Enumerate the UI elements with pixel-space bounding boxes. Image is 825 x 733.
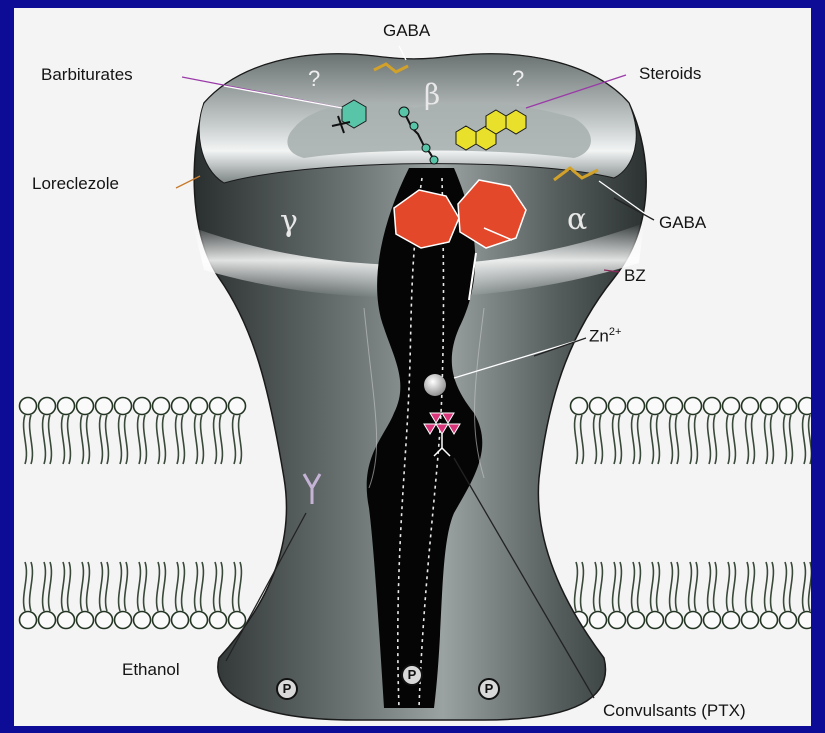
- lipid-head: [799, 398, 812, 415]
- subunit-beta: β: [424, 78, 440, 111]
- subunit-alpha: α: [567, 202, 587, 237]
- lipid-head: [210, 612, 227, 629]
- diagram-frame: GABA Barbiturates Steroids Loreclezole G…: [14, 8, 811, 726]
- lipid-head: [647, 398, 664, 415]
- lipid-head: [58, 612, 75, 629]
- lipid-head: [77, 612, 94, 629]
- zinc-sphere-icon: [424, 374, 446, 396]
- label-zn-base: Zn: [589, 327, 609, 346]
- lipid-head: [609, 612, 626, 629]
- subunit-gamma: γ: [280, 204, 298, 239]
- phosphorylation-site-center: P: [401, 664, 423, 686]
- lipid-head: [590, 398, 607, 415]
- lipid-head: [571, 398, 588, 415]
- lipid-head: [742, 398, 759, 415]
- lipid-head: [628, 612, 645, 629]
- lipid-head: [191, 398, 208, 415]
- lipid-head: [780, 398, 797, 415]
- lipid-head: [153, 612, 170, 629]
- lipid-head: [685, 398, 702, 415]
- lipid-head: [134, 398, 151, 415]
- label-ethanol: Ethanol: [122, 660, 180, 680]
- lipid-head: [172, 612, 189, 629]
- gaba-receptor-diagram: [14, 8, 811, 726]
- lipid-head: [172, 398, 189, 415]
- lipid-head: [229, 612, 246, 629]
- label-zn: Zn2+: [589, 326, 621, 347]
- lipid-head: [20, 612, 37, 629]
- lipid-head: [39, 612, 56, 629]
- lipid-head: [115, 398, 132, 415]
- lipid-head: [742, 612, 759, 629]
- lipid-head: [799, 612, 812, 629]
- label-bz: BZ: [624, 266, 646, 286]
- lipid-head: [704, 612, 721, 629]
- lipid-head: [58, 398, 75, 415]
- label-gaba-top: GABA: [383, 21, 430, 41]
- lipid-head: [685, 612, 702, 629]
- label-gaba-right: GABA: [659, 213, 706, 233]
- label-barbiturates: Barbiturates: [41, 65, 133, 85]
- lipid-head: [96, 398, 113, 415]
- label-loreclezole: Loreclezole: [32, 174, 119, 194]
- lipid-head: [20, 398, 37, 415]
- unknown-site-left: ?: [308, 66, 320, 92]
- unknown-site-right: ?: [512, 66, 524, 92]
- lipid-head: [39, 398, 56, 415]
- lipid-head: [666, 398, 683, 415]
- lipid-head: [723, 612, 740, 629]
- label-zn-charge: 2+: [609, 326, 622, 338]
- lipid-head: [115, 612, 132, 629]
- lipid-head: [628, 398, 645, 415]
- lipid-head: [590, 612, 607, 629]
- lipid-head: [723, 398, 740, 415]
- phosphorylation-site-left: P: [276, 678, 298, 700]
- lipid-head: [153, 398, 170, 415]
- lipid-head: [229, 398, 246, 415]
- label-convulsants: Convulsants (PTX): [603, 701, 746, 721]
- lipid-head: [647, 612, 664, 629]
- lipid-head: [191, 612, 208, 629]
- phosphorylation-site-right: P: [478, 678, 500, 700]
- label-steroids: Steroids: [639, 64, 701, 84]
- lipid-head: [761, 612, 778, 629]
- lipid-head: [77, 398, 94, 415]
- lipid-head: [704, 398, 721, 415]
- lipid-head: [761, 398, 778, 415]
- lipid-head: [609, 398, 626, 415]
- lipid-head: [134, 612, 151, 629]
- lipid-head: [210, 398, 227, 415]
- lipid-head: [666, 612, 683, 629]
- lipid-head: [780, 612, 797, 629]
- lipid-head: [96, 612, 113, 629]
